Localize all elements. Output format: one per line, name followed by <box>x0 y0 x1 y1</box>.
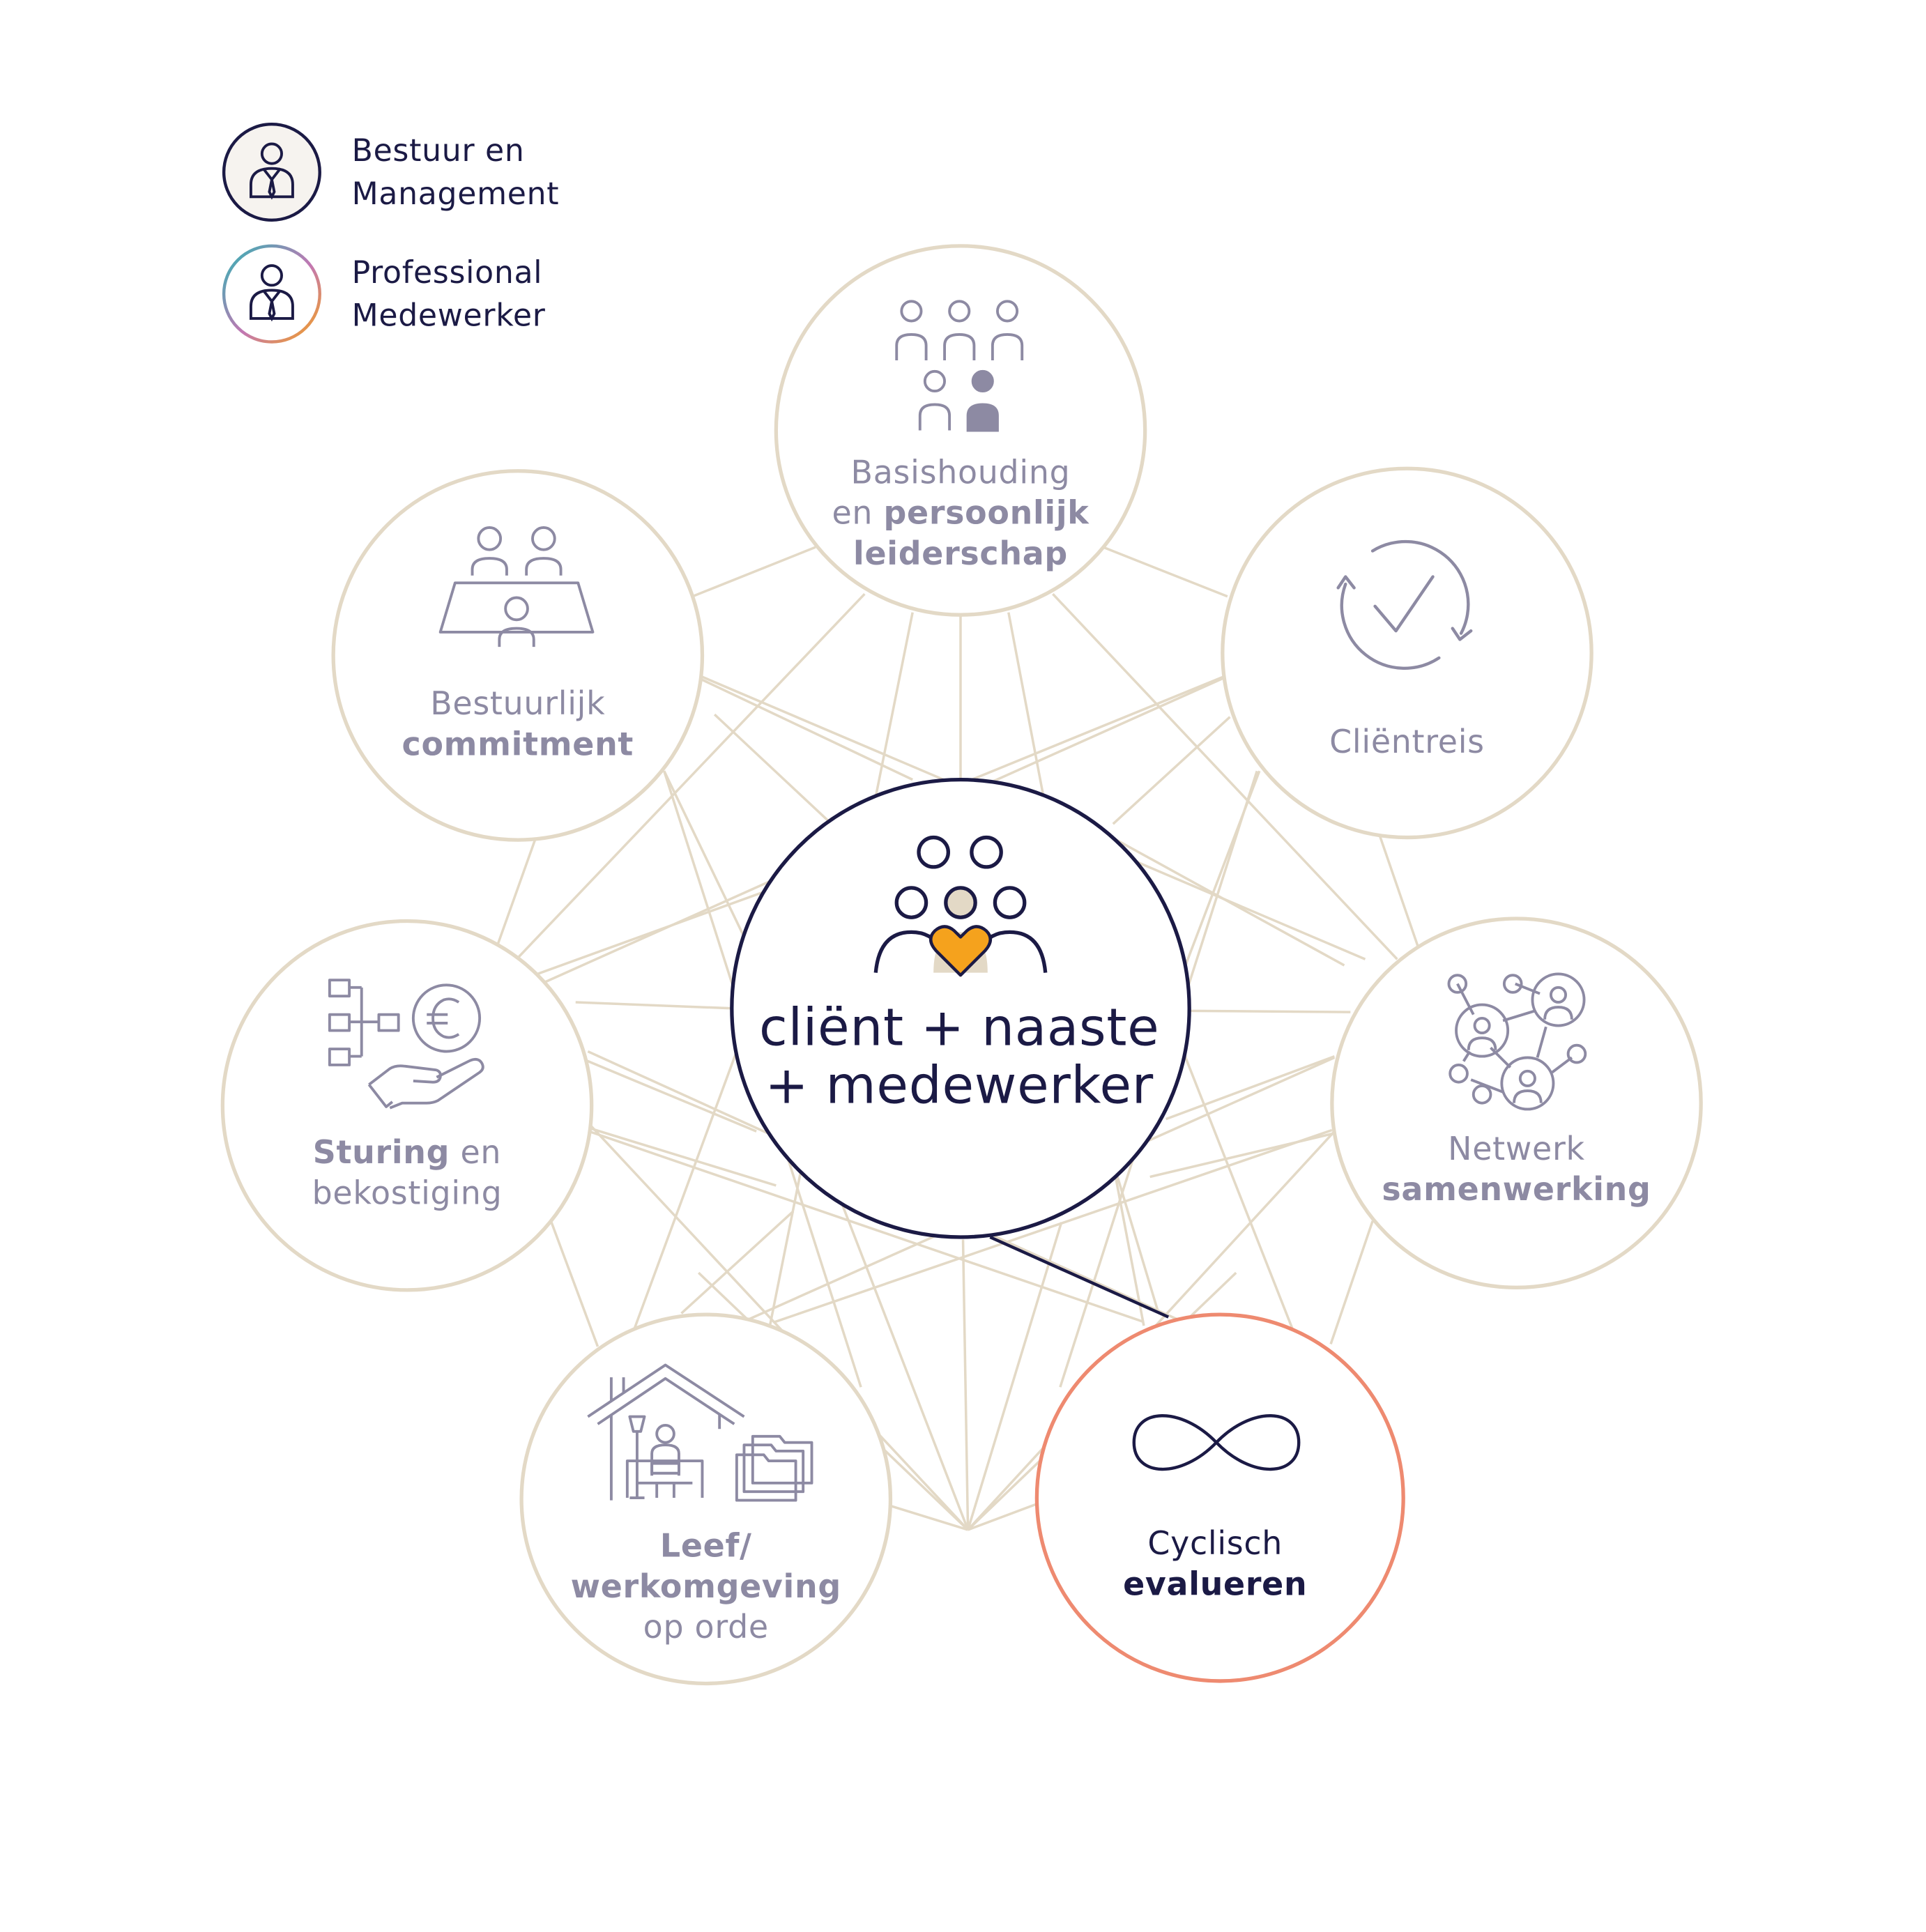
node-clientreis-label: Cliëntreis <box>1329 724 1485 762</box>
meeting-table-icon <box>438 526 595 647</box>
legend-professional-label: Professional Medewerker <box>351 254 546 334</box>
center-circle <box>730 777 1191 1239</box>
infinity-icon <box>1132 1414 1301 1471</box>
node-netwerk-label: Netwerk samenwerking <box>1382 1131 1651 1209</box>
node-netwerk-circle <box>1330 917 1703 1289</box>
highlight-connector <box>989 1235 1170 1319</box>
group-people-icon <box>895 300 1024 432</box>
node-bestuurlijk-circle <box>331 469 705 842</box>
node-cyclisch-circle <box>1034 1312 1405 1683</box>
connection-lines <box>496 546 1420 1531</box>
center-label: cliënt + naaste + medewerker <box>759 997 1160 1116</box>
person-tie-icon <box>222 244 321 344</box>
network-icon <box>1447 972 1587 1111</box>
outer-circles <box>220 244 1703 1686</box>
node-sturing-circle <box>220 919 594 1292</box>
house-icon <box>587 1363 813 1502</box>
cycle-check-icon <box>1336 539 1473 670</box>
legend-bestuur-label: Bestuur en Management <box>351 132 560 212</box>
node-sturing-label: Sturing en bekostiging <box>312 1135 503 1213</box>
person-tie-icon <box>222 122 321 222</box>
node-clientreis-circle <box>1221 466 1593 840</box>
euro-hand-icon <box>328 979 484 1110</box>
node-leef-label: Leef/ werkomgeving op orde <box>570 1528 841 1647</box>
node-basishouding-circle <box>774 244 1147 617</box>
node-cyclisch-label: Cyclisch evalueren <box>1123 1526 1308 1604</box>
family-heart-icon <box>873 835 1048 977</box>
node-basishouding-label: Basishouding en persoonlijk leiderschap <box>832 454 1090 574</box>
node-leef-circle <box>519 1312 893 1686</box>
node-bestuurlijk-label: Bestuurlijk commitment <box>402 686 634 764</box>
